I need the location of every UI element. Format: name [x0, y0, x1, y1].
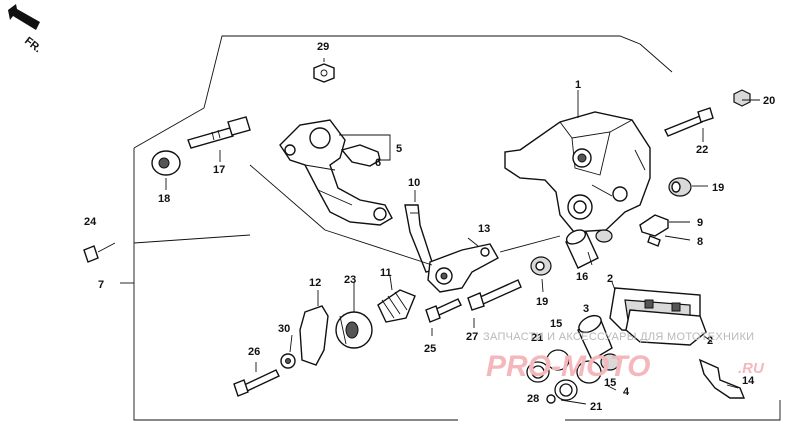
- front-arrow-icon: FR.: [8, 4, 44, 55]
- callout-11: 11: [380, 267, 392, 279]
- callout-25: 25: [424, 343, 436, 355]
- callout-1: 1: [575, 79, 581, 91]
- callout-23: 23: [344, 274, 356, 286]
- front-label: FR.: [22, 35, 43, 55]
- pin-boot: [151, 150, 181, 176]
- callout-7: 7: [98, 279, 104, 291]
- bolt-27: [467, 279, 522, 311]
- cam-cup: [335, 311, 373, 349]
- callout-29: 29: [317, 41, 329, 53]
- bolt-26: [233, 369, 280, 397]
- callout-21b: 21: [590, 401, 602, 413]
- piston: [577, 314, 613, 361]
- callout-19b: 19: [536, 296, 548, 308]
- callout-13: 13: [478, 223, 490, 235]
- callout-10: 10: [408, 177, 420, 189]
- bolt-25: [425, 298, 462, 323]
- callout-17: 17: [213, 164, 225, 176]
- seals: [526, 349, 620, 404]
- callout-4: 4: [623, 386, 630, 398]
- pin-bolt: [187, 116, 251, 149]
- callout-15: 15: [550, 318, 562, 330]
- boot-lower: [530, 256, 552, 276]
- leader-lines: [120, 58, 760, 405]
- callout-24: 24: [84, 216, 97, 228]
- callout-12: 12: [309, 277, 321, 289]
- caliper-bracket: [279, 119, 393, 226]
- long-pin-bolt: [664, 107, 714, 137]
- bleeder-screw: [639, 214, 669, 247]
- callout-22: 22: [696, 144, 708, 156]
- callout-6: 6: [375, 157, 381, 169]
- callout-28: 28: [527, 393, 539, 405]
- callout-16: 16: [576, 271, 588, 283]
- callout-27: 27: [466, 331, 478, 343]
- callout-9: 9: [697, 217, 703, 229]
- callouts: 1 2 2 3 4 5 6 7 8 9 10 11 12 13 14 15 15…: [84, 41, 775, 413]
- callout-14: 14: [742, 375, 755, 387]
- watermark-caption: ЗАПЧАСТИ И АКСЕССУАРЫ ДЛЯ МОТОТЕХНИКИ: [483, 331, 754, 343]
- nut-29: [313, 63, 335, 83]
- callout-20: 20: [763, 95, 775, 107]
- callout-5: 5: [396, 143, 402, 155]
- callout-19: 19: [712, 182, 724, 194]
- callout-3: 3: [583, 303, 589, 315]
- washer: [280, 353, 296, 369]
- caliper-body: [504, 111, 651, 233]
- retainer-plate: [299, 305, 329, 366]
- boot-upper: [668, 177, 692, 197]
- pad-spring: [698, 358, 746, 399]
- callout-15b: 15: [604, 377, 616, 389]
- callout-2: 2: [607, 273, 613, 285]
- watermark-logo: PRO-MOTO: [486, 350, 650, 383]
- callout-8: 8: [697, 236, 703, 248]
- callout-30: 30: [278, 323, 290, 335]
- collar: [565, 229, 613, 269]
- cam-lever: [427, 243, 499, 293]
- adjuster-spring: [377, 289, 416, 323]
- callout-18: 18: [158, 193, 170, 205]
- watermark: ЗАПЧАСТИ И АКСЕССУАРЫ ДЛЯ МОТОТЕХНИКИ PR…: [483, 331, 765, 383]
- assembly-boundary: [133, 35, 781, 421]
- bleeder-cap: [733, 89, 751, 107]
- watermark-domain: .RU: [738, 360, 765, 377]
- brake-pads: [609, 287, 707, 346]
- callout-21: 21: [531, 332, 543, 344]
- callout-2b: 2: [707, 335, 713, 347]
- callout-26: 26: [248, 346, 260, 358]
- bolt-24: [83, 242, 116, 263]
